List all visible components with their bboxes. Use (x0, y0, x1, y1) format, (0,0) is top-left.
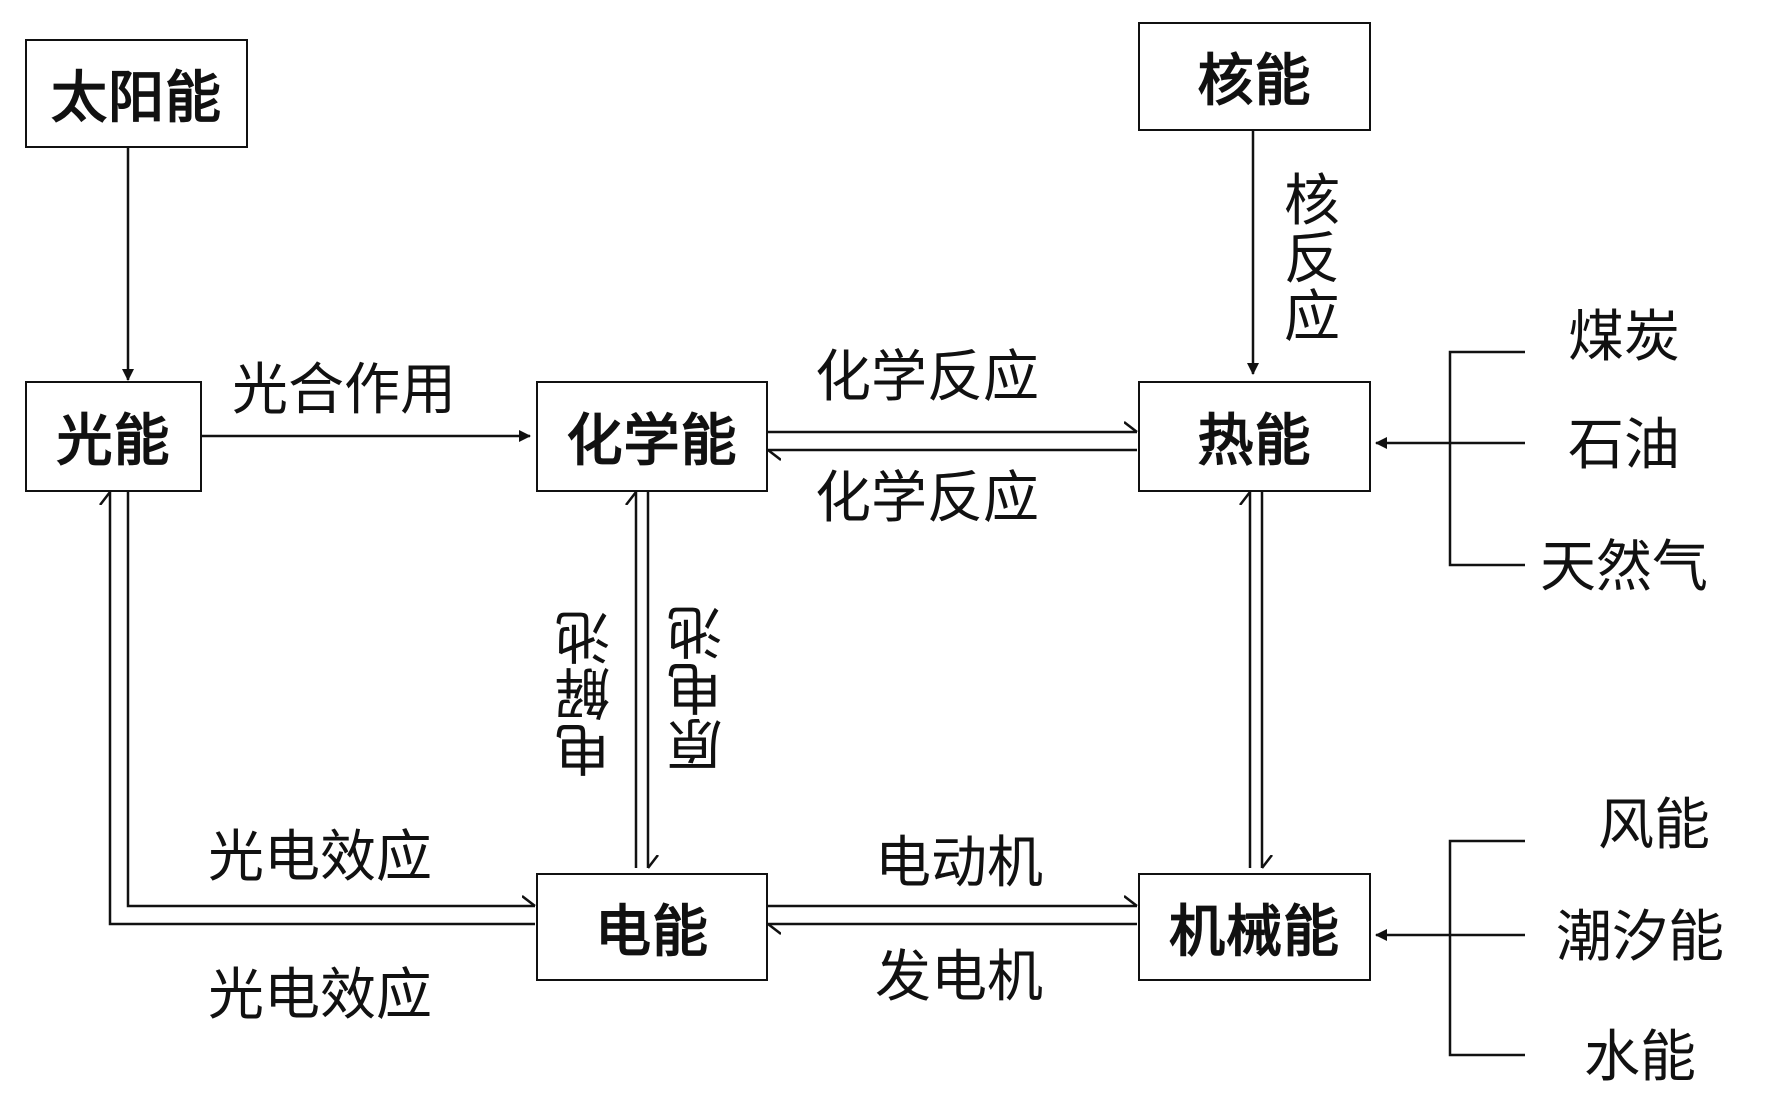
label-photosynthesis: 光合作用 (232, 358, 456, 423)
arrow-light-to-electric (126, 492, 535, 908)
mechanical-energy-box: 机械能 (1138, 873, 1371, 981)
label-photoelectric-bottom: 光电效应 (208, 963, 432, 1028)
renewables-bracket (1448, 839, 1525, 1057)
renewable-wind: 风能 (1598, 793, 1710, 858)
renewable-hydro: 水能 (1584, 1025, 1696, 1090)
label-chem-reaction-bottom: 化学反应 (815, 466, 1039, 531)
arrow-electric-to-light (110, 492, 535, 926)
light-energy-box: 光能 (25, 381, 202, 492)
fuel-oil: 石油 (1568, 413, 1680, 478)
electric-energy-box: 电能 (536, 873, 768, 981)
label-electrolysis: 电解池 (555, 610, 620, 778)
label-generator: 发电机 (875, 945, 1043, 1010)
nuclear-energy-box: 核能 (1138, 22, 1371, 131)
chemical-energy-box: 化学能 (536, 381, 768, 492)
label-chem-reaction-top: 化学反应 (815, 345, 1039, 410)
fuel-coal: 煤炭 (1568, 305, 1680, 370)
label-motor: 电动机 (875, 831, 1043, 896)
heat-energy-box: 热能 (1138, 381, 1371, 492)
solar-energy-box: 太阳能 (25, 39, 248, 148)
label-galvanic-cell: 原电池 (667, 605, 732, 773)
fuel-natural-gas: 天然气 (1540, 535, 1708, 600)
label-photoelectric-top: 光电效应 (208, 825, 432, 890)
label-nuclear-reaction: 核反应 (1284, 169, 1340, 351)
renewable-tidal: 潮汐能 (1556, 905, 1724, 970)
fuel-bracket (1448, 350, 1525, 567)
